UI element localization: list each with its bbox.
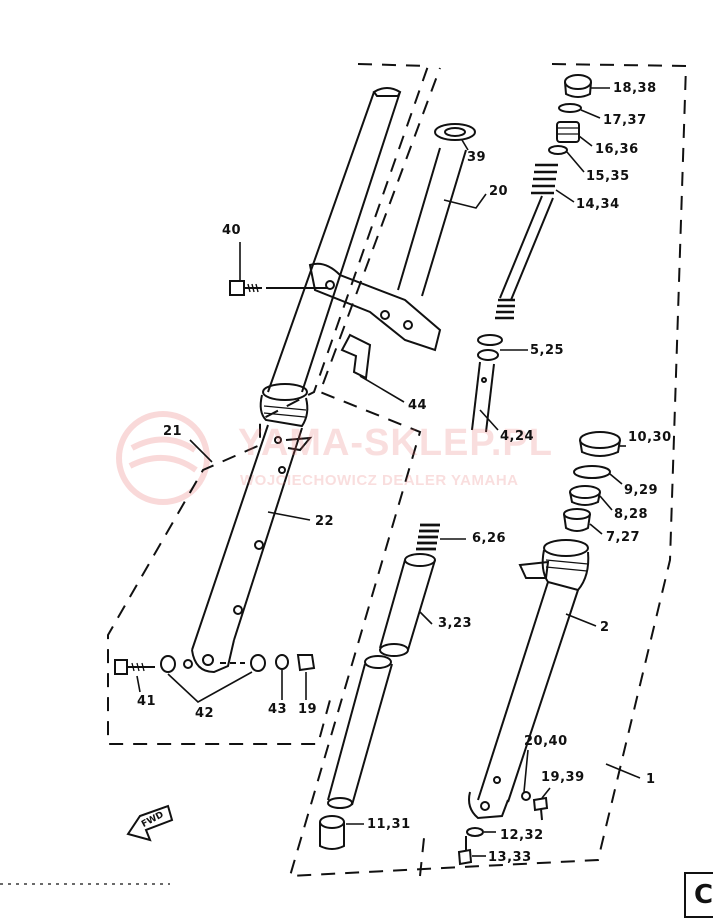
callout-15-35: 15,35 bbox=[586, 169, 630, 184]
callout-20-40: 20,40 bbox=[524, 734, 568, 749]
watermark-title: YAMA-SKLEP.PL bbox=[238, 422, 553, 464]
inner-tube-upper bbox=[267, 87, 402, 393]
callout-20: 20 bbox=[489, 184, 509, 199]
callout-14-34: 14,34 bbox=[576, 197, 620, 212]
callout-3-23: 3,23 bbox=[438, 616, 473, 631]
callout-8-28: 8,28 bbox=[614, 507, 649, 522]
tube-3-23 bbox=[379, 553, 436, 657]
callout-5-25: 5,25 bbox=[530, 343, 565, 358]
callout-4-24: 4,24 bbox=[500, 429, 535, 444]
callout-44: 44 bbox=[408, 398, 428, 413]
watermark-subtitle: WOJCIECHOWICZ DEALER YAMAHA bbox=[240, 472, 519, 489]
outer-tube-right bbox=[468, 539, 590, 820]
outer-tube-left bbox=[191, 383, 313, 674]
cap-stack bbox=[531, 74, 592, 195]
callout-2: 2 bbox=[600, 620, 610, 635]
leader-lines bbox=[136, 87, 641, 857]
callout-16-36: 16,36 bbox=[595, 142, 639, 157]
callout-18-38: 18,38 bbox=[613, 81, 657, 96]
callout-13-33: 13,33 bbox=[488, 850, 532, 865]
lower-right-group-outline bbox=[419, 837, 425, 877]
outer-tube-seals bbox=[563, 431, 621, 532]
callout-43: 43 bbox=[268, 702, 288, 717]
callout-11-31: 11,31 bbox=[367, 817, 411, 832]
callout-9-29: 9,29 bbox=[624, 483, 659, 498]
bracket-44 bbox=[340, 333, 372, 380]
damper-rod bbox=[471, 195, 554, 433]
fwd-arrow bbox=[126, 804, 174, 842]
callout-42: 42 bbox=[195, 706, 215, 721]
bolt-40 bbox=[229, 280, 328, 296]
callout-19-39: 19,39 bbox=[541, 770, 585, 785]
axle-hardware bbox=[114, 654, 316, 675]
callout-22: 22 bbox=[315, 514, 335, 529]
callout-21: 21 bbox=[163, 424, 183, 439]
callout-40: 40 bbox=[222, 223, 242, 238]
callout-1: 1 bbox=[646, 772, 656, 787]
callout-41: 41 bbox=[137, 694, 157, 709]
center-group-outline bbox=[288, 63, 688, 878]
bottom-bolt bbox=[457, 827, 484, 866]
collar-11-31 bbox=[319, 815, 345, 850]
callout-6-26: 6,26 bbox=[472, 531, 507, 546]
callout-7-27: 7,27 bbox=[606, 530, 641, 545]
callout-17-37: 17,37 bbox=[603, 113, 647, 128]
callout-10-30: 10,30 bbox=[628, 430, 672, 445]
inner-tube-lower bbox=[327, 655, 393, 809]
callout-19-left: 19 bbox=[298, 702, 318, 717]
left-group-outline bbox=[107, 63, 430, 745]
screw-19-39 bbox=[532, 796, 549, 821]
corner-letter: C bbox=[694, 880, 713, 910]
spring-6-26 bbox=[416, 523, 440, 551]
callout-39-top: 39 bbox=[467, 150, 487, 165]
steering-stem bbox=[308, 123, 476, 352]
corner-page-marker: C bbox=[684, 872, 713, 918]
callout-12-32: 12,32 bbox=[500, 828, 544, 843]
